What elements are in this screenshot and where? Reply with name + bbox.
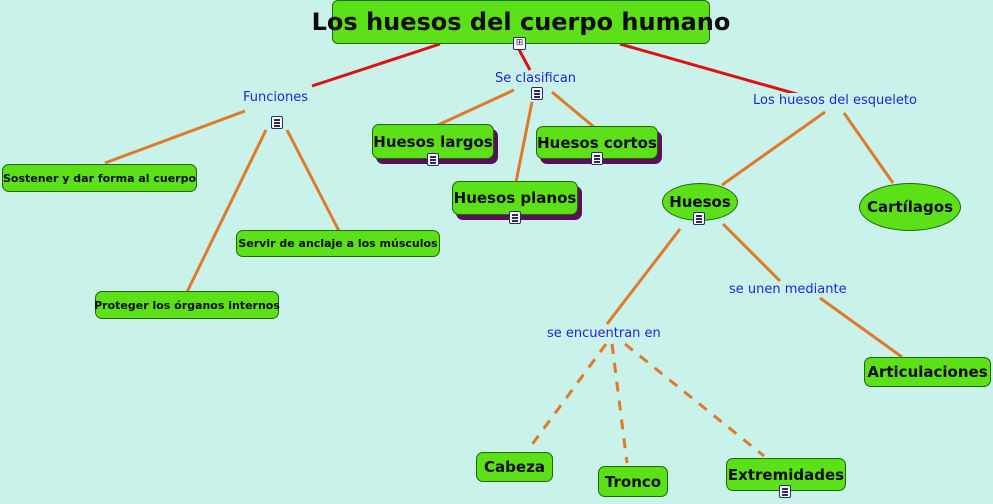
node-tronco-label: Tronco	[604, 472, 662, 491]
connector-huesos-encuentran	[605, 228, 682, 325]
connector-title-esqueleto	[619, 42, 801, 97]
node-proteger-label: Proteger los órganos internos	[94, 298, 280, 312]
main-title: Los huesos del cuerpo humano	[311, 8, 731, 36]
document-icon[interactable]	[271, 116, 283, 129]
node-cartilagos[interactable]: Cartílagos	[859, 183, 961, 231]
node-proteger[interactable]: Proteger los órganos internos	[94, 291, 280, 319]
node-anclaje-label: Servir de anclaje a los músculos	[238, 237, 438, 250]
connector-funciones-sostener	[104, 109, 246, 165]
document-icon[interactable]	[591, 152, 603, 165]
concept-map-icon[interactable]: ⊞	[513, 37, 526, 50]
connector-huesos-unen	[721, 222, 782, 283]
document-icon[interactable]	[509, 211, 521, 224]
connector-clasifican-largos	[437, 88, 515, 127]
connector-clasifican-cortos	[551, 90, 595, 129]
document-icon[interactable]	[693, 212, 705, 225]
node-tronco[interactable]: Tronco	[598, 466, 668, 497]
link-se-clasifican[interactable]: Se clasifican	[493, 71, 579, 86]
link-se-unen-mediante[interactable]: se unen mediante	[727, 282, 849, 297]
node-cabeza-label: Cabeza	[484, 458, 545, 476]
connector-encuentran-extremidades	[624, 342, 765, 458]
node-sostener-label: Sostener y dar forma al cuerpo	[3, 171, 197, 185]
node-huesos-cortos-label: Huesos cortos	[537, 133, 657, 152]
connector-encuentran-cabeza	[526, 343, 608, 451]
connector-unen-articulaciones	[819, 296, 903, 359]
main-title-node[interactable]: Los huesos del cuerpo humano	[312, 0, 730, 44]
node-extremidades-label: Extremidades	[727, 465, 845, 484]
connector-encuentran-tronco	[610, 343, 629, 464]
link-huesos-esqueleto[interactable]: Los huesos del esqueleto	[751, 93, 919, 108]
document-icon[interactable]	[531, 87, 543, 100]
link-funciones[interactable]: Funciones	[241, 90, 310, 105]
node-articulaciones[interactable]: Articulaciones	[864, 357, 991, 387]
connector-title-funciones	[311, 42, 441, 88]
link-se-encuentran-en[interactable]: se encuentran en	[545, 326, 663, 341]
node-huesos-planos[interactable]: Huesos planos	[452, 181, 578, 215]
node-articulaciones-label: Articulaciones	[867, 363, 988, 381]
connector-clasifican-planos	[514, 101, 534, 183]
document-icon[interactable]	[779, 485, 791, 498]
connector-esqueleto-cartilagos	[842, 112, 895, 184]
node-cartilagos-label: Cartílagos	[866, 198, 954, 216]
node-anclaje[interactable]: Servir de anclaje a los músculos	[236, 230, 440, 257]
node-huesos-label: Huesos	[669, 193, 731, 211]
node-cabeza[interactable]: Cabeza	[476, 452, 553, 482]
connector-esqueleto-huesos	[721, 110, 826, 187]
node-sostener[interactable]: Sostener y dar forma al cuerpo	[2, 164, 197, 192]
node-huesos-planos-label: Huesos planos	[453, 189, 577, 207]
connector-funciones-anclaje	[285, 129, 341, 232]
node-huesos-largos-label: Huesos largos	[373, 132, 493, 151]
connector-funciones-proteger	[185, 129, 268, 293]
document-icon[interactable]	[427, 153, 439, 166]
